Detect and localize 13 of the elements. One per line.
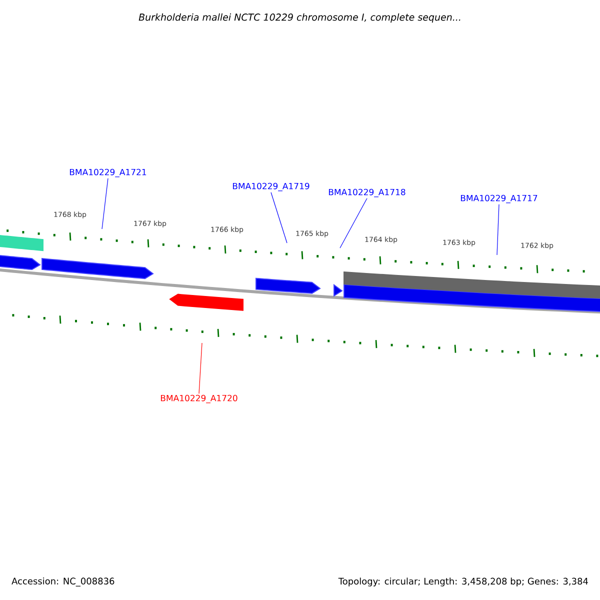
gene-label: BMA10229_A1718	[328, 188, 406, 198]
gene-label: BMA10229_A1719	[232, 182, 310, 192]
gene-label: BMA10229_A1721	[70, 168, 146, 178]
gene-label: BMA10229_A1720	[160, 394, 238, 404]
title: Burkholderia mallei NCTC 10229 chromosome I, complete sequen...	[138, 13, 460, 23]
leader-line	[198, 342, 202, 394]
summary-text: Topology: circular; Length: 3,458,208 bp; Genes: 3,384	[338, 578, 588, 586]
accession-text: Accession: NC_008836	[12, 578, 114, 586]
leader-line	[340, 198, 368, 248]
leader-line	[270, 192, 288, 244]
leader-line	[102, 178, 108, 230]
leader-line	[496, 204, 500, 256]
gene-label: BMA10229_A1717	[460, 194, 538, 204]
